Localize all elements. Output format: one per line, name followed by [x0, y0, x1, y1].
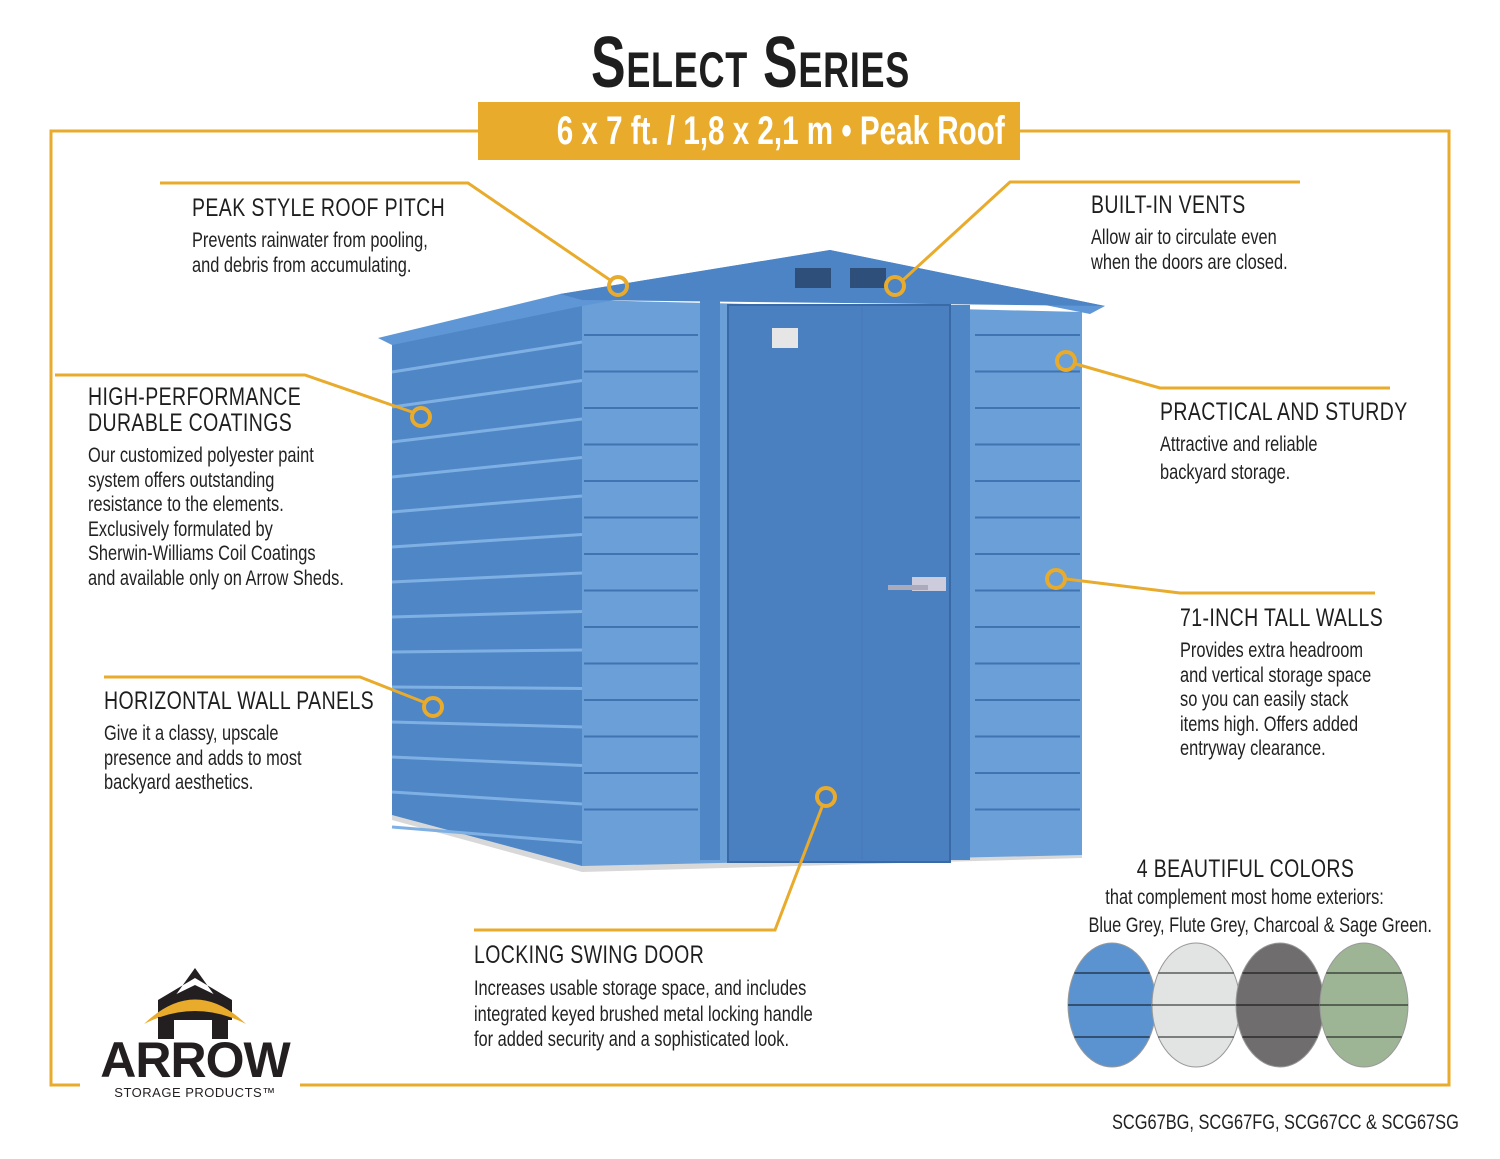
wall-panel-line	[391, 571, 583, 584]
wall-panel-line	[391, 456, 583, 479]
feature-heading: BUILT-IN VENTS	[1091, 191, 1246, 219]
arrow-badge-icon	[772, 328, 798, 348]
wall-panel-line	[391, 610, 583, 619]
feature-practical: PRACTICAL AND STURDY Attractive and reli…	[1160, 398, 1408, 487]
feature-heading: 71-INCH TALL WALLS	[1180, 604, 1384, 632]
callout-dots	[410, 275, 1077, 808]
feature-body: Prevents rainwater from pooling,and debr…	[192, 229, 428, 277]
feature-roof-pitch: PEAK STYLE ROOF PITCH Prevents rainwater…	[192, 194, 445, 278]
shed-image	[378, 250, 1105, 872]
colors-subtitle: that complement most home exteriors:	[1105, 886, 1385, 909]
arrow-logo-icon	[80, 968, 300, 1090]
wall-panel-line	[391, 685, 583, 690]
wall-panel-line	[391, 417, 583, 444]
feature-body: Increases usable storage space, and incl…	[474, 977, 813, 1051]
wall-panel-line	[391, 790, 583, 806]
feature-heading: HORIZONTAL WALL PANELS	[104, 687, 375, 715]
size-banner: 6 x 7 ft. / 1,8 x 2,1 m • Peak Roof	[478, 102, 1020, 160]
feature-heading: PRACTICAL AND STURDY	[1160, 398, 1408, 426]
colors-section: 4 BEAUTIFUL COLORS that complement most …	[1040, 855, 1450, 938]
feature-heading: PEAK STYLE ROOF PITCH	[192, 194, 446, 222]
callout-lines	[55, 180, 1390, 932]
wall-panel-line	[391, 755, 583, 767]
page-title: Select Series	[590, 23, 910, 103]
wall-panel-line	[391, 720, 583, 729]
colors-heading: 4 BEAUTIFUL COLORS	[1136, 855, 1354, 883]
color-swatch-sage-green	[1319, 942, 1409, 1068]
feature-vents: BUILT-IN VENTS Allow air to circulate ev…	[1091, 191, 1288, 275]
wall-panel-line	[391, 533, 583, 549]
wall-panel-line	[391, 825, 583, 844]
model-numbers: SCG67BG, SCG67FG, SCG67CC & SCG67SG	[1112, 1111, 1459, 1134]
wall-panel-line	[391, 379, 583, 409]
arrow-logo: ARROW STORAGE PRODUCTS™	[100, 1032, 290, 1100]
wall-panel-line	[391, 340, 583, 374]
wall-panel-line	[391, 494, 583, 514]
wall-panel-line	[391, 648, 583, 654]
feature-heading: LOCKING SWING DOOR	[474, 941, 705, 969]
feature-wall-panels: HORIZONTAL WALL PANELS Give it a classy,…	[104, 687, 374, 796]
feature-door: LOCKING SWING DOOR Increases usable stor…	[474, 941, 813, 1053]
frame	[49, 129, 1451, 1087]
feature-tall-walls: 71-INCH TALL WALLS Provides extra headro…	[1180, 604, 1383, 762]
colors-list: Blue Grey, Flute Grey, Charcoal & Sage G…	[1088, 913, 1432, 937]
